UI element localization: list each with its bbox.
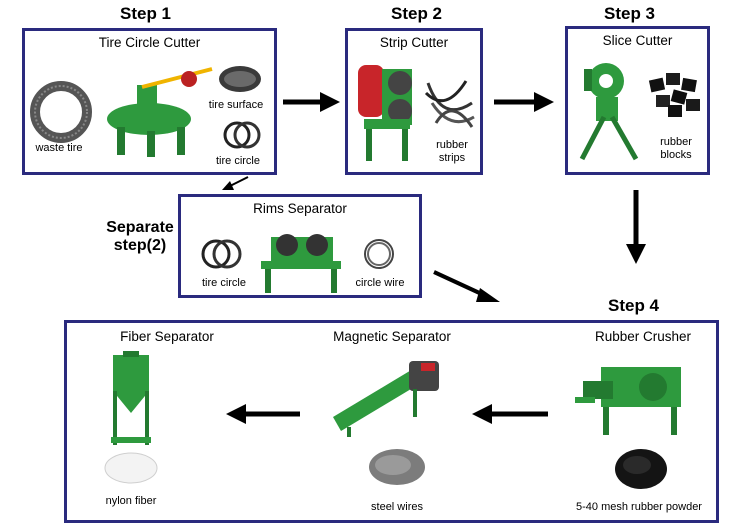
rubber-strips-caption-line1: rubber (436, 139, 468, 151)
strip-cutter-title: Strip Cutter (379, 35, 449, 50)
arrow-step3-to-step4 (626, 190, 646, 264)
magnetic-separator-title: Magnetic Separator (333, 329, 451, 344)
circle-wire-caption: circle wire (355, 277, 405, 289)
rubber-blocks-image (648, 73, 700, 117)
steel-wires-caption: steel wires (371, 501, 423, 513)
rubber-strips-image (424, 80, 475, 128)
rims-tire-circle-image (201, 239, 242, 269)
arrow-crusher-to-magnetic (472, 404, 548, 424)
separate-step-label: Separate step(2) (100, 219, 180, 255)
step4-label: Step 4 (608, 296, 660, 315)
nylon-fiber-caption: nylon fiber (105, 495, 157, 507)
separate-line1: Separate (106, 219, 174, 236)
strip-cutter-box: Strip Cutter rubber strips (345, 28, 483, 175)
fiber-separator-title: Fiber Separator (120, 329, 214, 344)
rubber-powder-image (615, 449, 667, 489)
rubber-blocks-caption-line1: rubber (660, 136, 692, 148)
rubber-crusher-title: Rubber Crusher (594, 329, 692, 344)
arrow-step1-to-step2 (283, 92, 340, 112)
tire-circle-cutter-box: Tire Circle Cutter waste tire tire surfa… (22, 28, 277, 175)
rims-separator-title: Rims Separator (253, 201, 347, 216)
step4-process-box: Fiber Separator nylon fiber Magnetic Sep… (64, 320, 719, 523)
arrow-magnetic-to-fiber (226, 404, 300, 424)
step2-label: Step 2 (391, 4, 443, 23)
step1-label: Step 1 (120, 4, 172, 23)
rubber-strips-caption-line2: strips (438, 152, 466, 164)
slice-cutter-box: Slice Cutter rubber blocks (565, 26, 710, 175)
rubber-crusher-machine (575, 367, 681, 435)
tire-surface-image (219, 66, 261, 92)
fiber-separator-machine (111, 351, 151, 445)
rims-separator-machine (261, 234, 341, 293)
rubber-blocks-caption: rubber blocks (648, 136, 704, 162)
tire-circle-caption: tire circle (215, 155, 260, 167)
circle-wire-image (364, 239, 394, 269)
arrow-step2-to-step3 (494, 92, 554, 112)
arrow-step1-to-rims (222, 176, 249, 190)
steel-wires-image (369, 449, 425, 485)
tire-circle-image (223, 121, 261, 149)
rubber-blocks-caption-line2: blocks (660, 149, 692, 161)
waste-tire-caption: waste tire (35, 142, 83, 154)
magnetic-separator-machine (333, 361, 439, 437)
step3-label: Step 3 (604, 4, 656, 23)
slice-cutter-machine (579, 63, 639, 161)
waste-tire-image (30, 81, 92, 143)
rims-separator-box: Rims Separator tire circle circle wire (178, 194, 422, 298)
slice-cutter-title: Slice Cutter (602, 33, 673, 48)
tire-circle-cutter-title: Tire Circle Cutter (98, 35, 201, 50)
rubber-powder-caption: 5-40 mesh rubber powder (576, 501, 702, 513)
nylon-fiber-image (104, 452, 158, 484)
separate-line2: step(2) (113, 237, 167, 254)
arrow-rims-to-step4 (433, 270, 500, 302)
rims-tire-circle-caption: tire circle (201, 277, 246, 289)
tire-surface-caption: tire surface (208, 99, 264, 111)
tire-circle-cutter-machine (107, 67, 213, 157)
strip-cutter-machine (358, 65, 412, 161)
rubber-strips-caption: rubber strips (422, 139, 482, 165)
